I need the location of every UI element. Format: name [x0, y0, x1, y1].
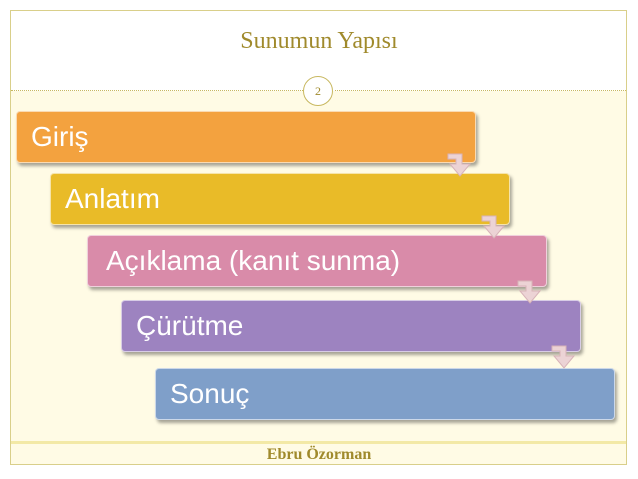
step-sonuc: Sonuç [155, 368, 615, 420]
header-rule-left [11, 90, 303, 91]
header-rule-right [335, 90, 626, 91]
bent-arrow-down-icon [551, 345, 576, 369]
slide-footer: Ebru Özorman [266, 446, 372, 463]
page-number-badge: 2 [303, 76, 333, 106]
step-curutme: Çürütme [121, 300, 581, 352]
step-aciklama: Açıklama (kanıt sunma) [87, 235, 547, 287]
slide-title: Sunumun Yapısı [240, 28, 398, 54]
step-anlatim: Anlatım [50, 173, 510, 225]
footer-band [11, 441, 626, 444]
bent-arrow-down-icon [447, 153, 472, 177]
bent-arrow-down-icon [517, 280, 542, 304]
step-giris: Giriş [16, 111, 476, 163]
bent-arrow-down-icon [481, 215, 506, 239]
